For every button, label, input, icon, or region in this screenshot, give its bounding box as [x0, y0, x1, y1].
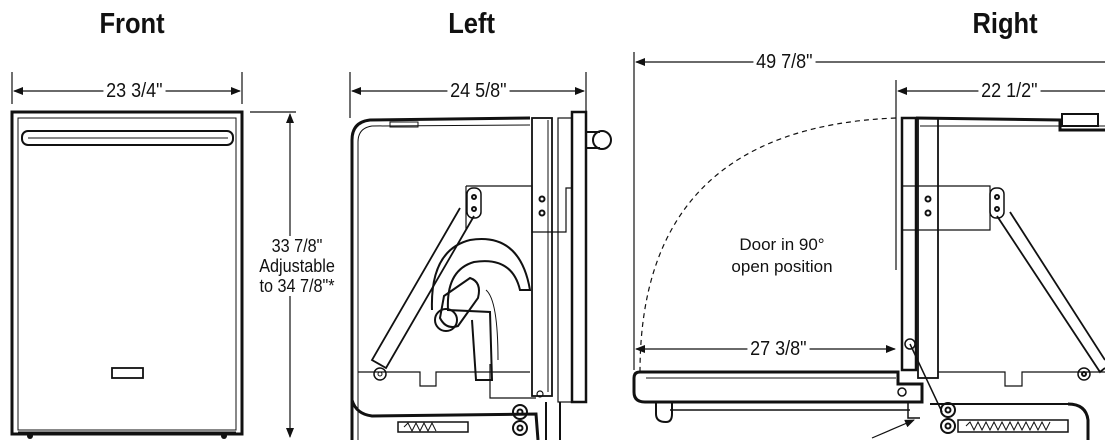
- door-open-note: Door in 90° open position: [726, 234, 838, 278]
- right-view-title: Right: [972, 8, 1038, 40]
- body-depth-label: 22 1/2": [978, 80, 1041, 103]
- door-hinge-arm: [531, 117, 553, 397]
- front-adjustable-line2: to 34 7/8"*: [259, 276, 335, 296]
- front-view-drawing: [10, 72, 296, 439]
- front-panel: [10, 110, 244, 436]
- front-adjustable-line1: Adjustable: [259, 256, 335, 276]
- left-view-title: Left: [448, 8, 495, 40]
- control-badge: [111, 367, 144, 379]
- total-depth-label: 49 7/8": [753, 51, 816, 74]
- open-door-panel: [632, 370, 924, 404]
- pump-housing: [430, 238, 532, 381]
- pump-motor: [434, 308, 458, 332]
- leader-line: [871, 419, 915, 439]
- left-depth-label: 24 5/8": [447, 80, 510, 103]
- front-height-value: 33 7/8": [271, 236, 323, 256]
- door-open-note-line1: Door in 90°: [739, 235, 825, 254]
- left-view-drawing: [349, 72, 612, 440]
- right-view-drawing: [632, 52, 1105, 440]
- door-handle: [592, 130, 612, 150]
- front-view-title: Front: [99, 8, 165, 40]
- door-swing-arc: [639, 117, 897, 373]
- door-panel: [570, 110, 588, 404]
- front-height-label: 33 7/8" Adjustable to 34 7/8"*: [256, 236, 338, 296]
- door-open-note-line2: open position: [731, 257, 833, 276]
- door-handle-bar: [21, 130, 234, 146]
- hinge-arm: [917, 117, 939, 379]
- door-length-label: 27 3/8": [747, 338, 810, 361]
- front-width-label: 23 3/4": [103, 80, 166, 103]
